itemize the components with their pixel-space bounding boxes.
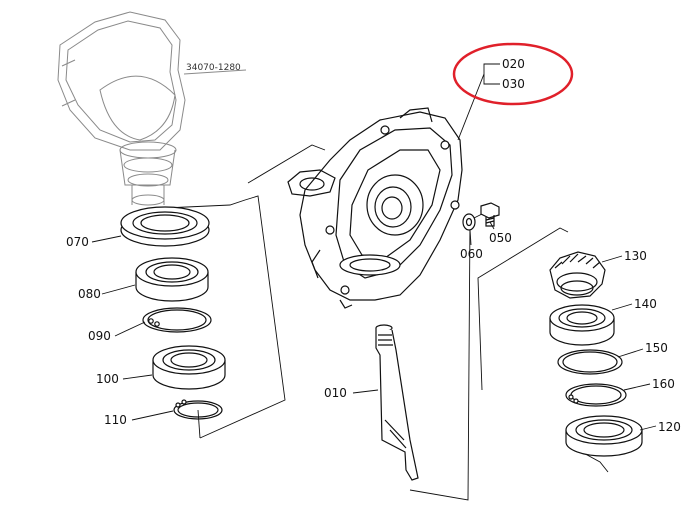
bolt-050 <box>480 202 500 227</box>
bevel-gear-130 <box>549 251 606 299</box>
shaft-010 <box>375 324 419 481</box>
label-070: 070 <box>66 235 89 249</box>
center-housing-bracket <box>247 144 491 501</box>
label-120: 120 <box>658 420 681 434</box>
gear-housing-020 <box>287 107 463 309</box>
label-140: 140 <box>634 297 657 311</box>
highlight-ellipse <box>452 42 574 106</box>
label-160: 160 <box>652 377 675 391</box>
label-080: 080 <box>78 287 101 301</box>
label-030: 030 <box>502 77 525 91</box>
part-labels: 070 080 090 100 110 010 060 050 130 140 … <box>66 57 681 434</box>
label-090: 090 <box>88 329 111 343</box>
snap-ring-150 <box>557 349 623 375</box>
snap-ring-110 <box>173 399 223 420</box>
snap-ring-090 <box>142 307 212 333</box>
bearing-080 <box>135 257 209 302</box>
label-100: 100 <box>96 372 119 386</box>
label-020: 020 <box>502 57 525 71</box>
reference-gearcase-drawing: 34070-1280 <box>57 11 247 206</box>
bearing-140 <box>549 304 615 346</box>
label-060: 060 <box>460 247 483 261</box>
washer-060 <box>462 213 476 231</box>
label-150: 150 <box>645 341 668 355</box>
reference-assembly-label: 34070-1280 <box>186 63 241 73</box>
label-110: 110 <box>104 413 127 427</box>
label-010: 010 <box>324 386 347 400</box>
leader-lines <box>91 63 657 431</box>
label-050: 050 <box>489 231 512 245</box>
left-stack-bracket <box>164 195 286 439</box>
oil-seal-070 <box>120 206 210 247</box>
snap-ring-160 <box>565 383 627 407</box>
oil-seal-120 <box>565 415 643 457</box>
label-130: 130 <box>624 249 647 263</box>
bearing-100 <box>152 345 226 390</box>
